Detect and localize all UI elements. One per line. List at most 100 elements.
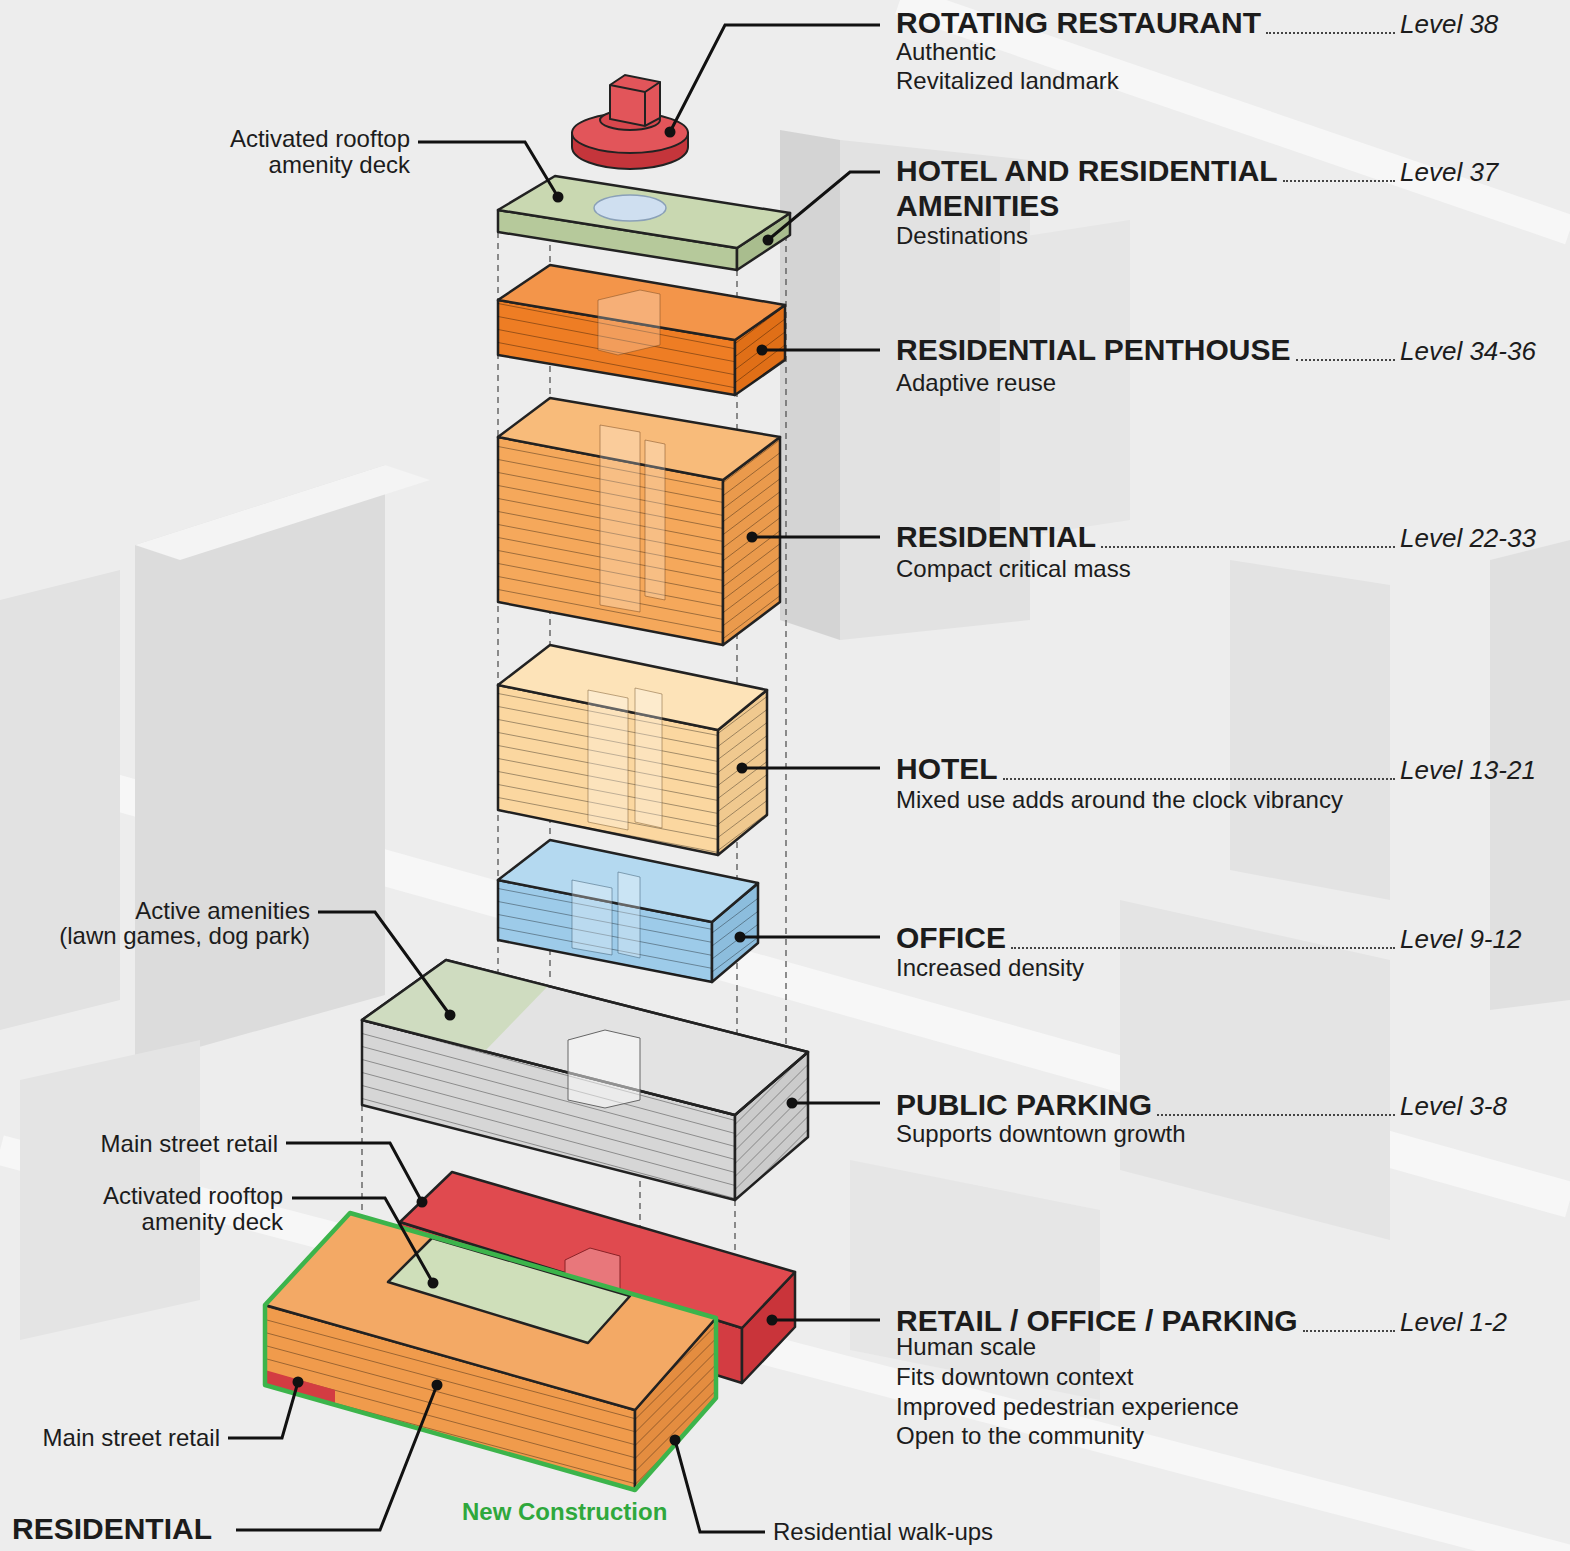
city-context-part — [0, 570, 120, 1030]
dotted-leader — [1266, 32, 1395, 34]
level-number: Level 34-36 — [1400, 335, 1536, 367]
leader-dots-part — [417, 1197, 428, 1208]
leader-lines-part — [236, 1385, 437, 1530]
leader-lines-part — [418, 142, 558, 197]
leader-lines-part — [675, 1440, 765, 1532]
leader-dots-part — [445, 1010, 456, 1021]
leader-lines-part — [318, 912, 450, 1015]
leader-dots-part — [293, 1377, 304, 1388]
section-note: Increased density — [896, 953, 1084, 982]
office-block-part — [572, 880, 612, 955]
section-heading: OFFICE — [896, 920, 1006, 955]
section-heading: RESIDENTIAL PENTHOUSE — [896, 332, 1291, 367]
city-context-part — [1120, 900, 1390, 1240]
rotating-restaurant-part — [610, 75, 660, 126]
leader-lines-part — [792, 1102, 880, 1105]
level-number: Level 38 — [1400, 8, 1498, 40]
projection-lines — [362, 190, 786, 1330]
construction-label: New Construction — [462, 1497, 667, 1526]
dotted-leader — [1003, 778, 1395, 780]
penthouse-block — [498, 265, 785, 395]
parking-block — [362, 960, 808, 1200]
hotel-block-part — [588, 690, 628, 830]
leader-dots-part — [747, 532, 758, 543]
callout-label: Activated rooftop amenity deck — [103, 1183, 283, 1235]
hotel-block-part — [635, 688, 662, 828]
level-number: Level 9-12 — [1400, 923, 1521, 955]
section-note: Supports downtown growth — [896, 1119, 1186, 1148]
city-context-part — [135, 465, 430, 560]
leader-dots-part — [553, 192, 564, 203]
hotel-block-part — [498, 645, 767, 730]
section-heading: PUBLIC PARKING — [896, 1087, 1152, 1122]
dotted-leader — [1303, 1330, 1395, 1332]
section-heading: HOTEL AND RESIDENTIAL AMENITIES — [896, 153, 1278, 223]
leader-dots-part — [737, 763, 748, 774]
parking-block-part — [362, 960, 808, 1115]
office-block — [498, 840, 758, 982]
office-block-part — [618, 872, 640, 958]
section-note: Destinations — [896, 221, 1028, 250]
leader-lines-part — [762, 349, 880, 352]
leader-dots-part — [767, 1315, 778, 1326]
leader-dots-part — [670, 1435, 681, 1446]
leader-dots-part — [665, 127, 676, 138]
residential-block-part — [645, 440, 665, 600]
penthouse-block-part — [598, 290, 660, 355]
leader-dots-part — [428, 1278, 439, 1289]
rotating-restaurant-part — [644, 92, 646, 126]
rooftop-deck-part — [498, 176, 790, 248]
hotel-block — [498, 645, 767, 855]
dotted-leader — [1011, 947, 1395, 949]
new-residential-block-part — [265, 1213, 716, 1490]
callout-label: Main street retail — [101, 1129, 278, 1158]
level-number: Level 37 — [1400, 156, 1498, 188]
leader-dots-part — [757, 345, 768, 356]
city-context-part — [1230, 560, 1390, 900]
leader-lines-part — [768, 172, 880, 240]
leader-lines-part — [742, 767, 880, 770]
section-heading: HOTEL — [896, 751, 998, 786]
leader-lines — [228, 25, 880, 1532]
new-residential-block — [265, 1213, 716, 1490]
leader-dots-part — [787, 1098, 798, 1109]
section-heading: RESIDENTIAL — [896, 519, 1096, 554]
leader-lines-part — [740, 936, 880, 939]
parking-block-part — [362, 960, 548, 1052]
new-residential-block-part — [265, 1213, 716, 1410]
leader-dots-part — [432, 1380, 443, 1391]
section-note: Compact critical mass — [896, 554, 1131, 583]
section-note: Authentic — [896, 37, 996, 66]
leader-dots — [293, 127, 798, 1446]
residential-block-part — [600, 425, 640, 612]
callout-label: Activated rooftop amenity deck — [230, 126, 410, 178]
parking-block-part — [568, 1030, 640, 1108]
new-residential-block-part — [388, 1238, 630, 1343]
level-number: Level 13-21 — [1400, 754, 1536, 786]
callout-label: RESIDENTIAL — [12, 1511, 212, 1546]
level-number: Level 3-8 — [1400, 1090, 1507, 1122]
leader-dots-part — [735, 932, 746, 943]
parking-block-part — [362, 960, 808, 1115]
callout-label: Active amenities (lawn games, dog park) — [59, 898, 310, 948]
rotating-restaurant — [572, 75, 688, 169]
rooftop-deck — [498, 176, 790, 270]
section-note: Human scale — [896, 1332, 1036, 1361]
leader-lines-part — [228, 1382, 298, 1438]
rotating-restaurant-part — [610, 82, 660, 92]
leader-lines-part — [752, 536, 880, 539]
leader-lines-part — [292, 1198, 433, 1283]
section-note: Improved pedestrian experience — [896, 1392, 1239, 1421]
section-note: Revitalized landmark — [896, 66, 1119, 95]
section-note: Fits downtown context — [896, 1362, 1133, 1391]
leader-dots-part — [763, 235, 774, 246]
section-heading: ROTATING RESTAURANT — [896, 5, 1261, 40]
dotted-leader — [1296, 359, 1396, 361]
leader-lines-part — [772, 1319, 880, 1322]
dotted-leader — [1283, 180, 1395, 182]
callout-label: Main street retail — [43, 1423, 220, 1452]
